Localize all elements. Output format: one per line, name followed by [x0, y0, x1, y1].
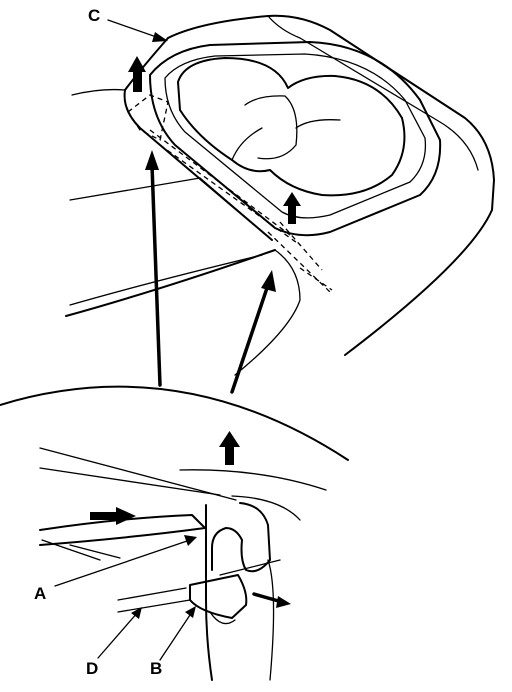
callout-d-leader [97, 607, 142, 659]
callout-label-a: A [34, 584, 47, 603]
pull-arrow-left-icon [90, 507, 136, 525]
detail-circle [0, 385, 349, 461]
callout-b-leader [159, 606, 196, 661]
retaining-clip-locations [127, 94, 333, 293]
pull-arrow-right-icon [252, 592, 291, 608]
lift-arrow-detail-icon [219, 431, 240, 465]
detail-console-edge [39, 447, 327, 521]
detail-trim-panel [39, 514, 206, 561]
cup-holder-tray [149, 41, 442, 237]
detail-panel-lines [117, 587, 191, 613]
callout-a-leader [54, 535, 197, 587]
callout-label-c: C [88, 6, 101, 25]
detail-clip-assembly [189, 502, 281, 681]
detail-reference-arrows [145, 150, 276, 394]
callout-c-leader [107, 19, 168, 42]
lift-arrow-rear-icon [283, 192, 301, 224]
lift-arrow-front-icon [128, 56, 146, 92]
callout-label-b: B [150, 659, 163, 678]
callout-label-d: D [86, 659, 99, 678]
